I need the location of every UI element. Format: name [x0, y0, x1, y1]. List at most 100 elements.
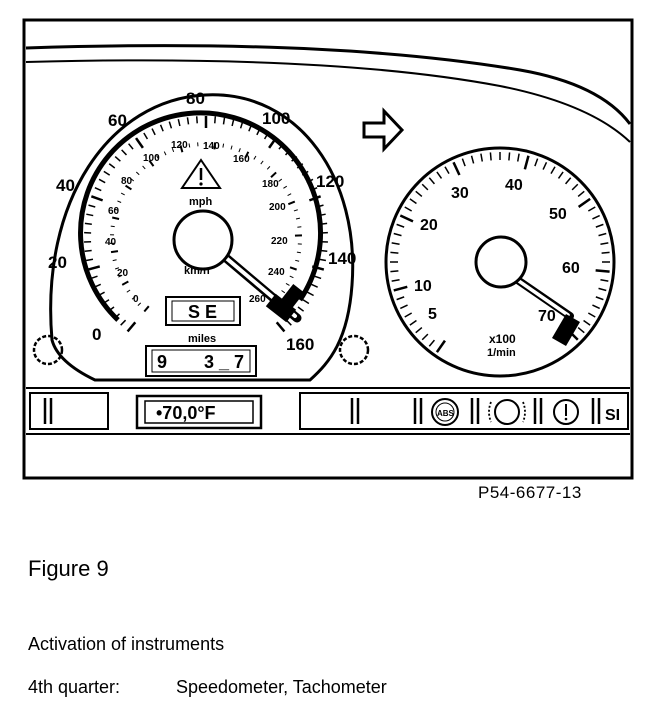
tick-mark [592, 214, 601, 220]
tick-mark [90, 195, 104, 202]
tick-mark [534, 158, 539, 167]
tick-mark [195, 116, 198, 124]
abs-label: ABS [437, 409, 455, 418]
turn-signal-arrow-icon [362, 107, 405, 153]
tick-mark [571, 183, 579, 191]
tick-mark [601, 251, 610, 254]
tick-mark [179, 145, 184, 153]
tick-mark [577, 326, 585, 334]
service-display-frame [165, 296, 241, 326]
tick-mark [289, 266, 297, 271]
tick-mark [85, 258, 94, 262]
tick-mark [404, 312, 413, 318]
tick-mark [114, 156, 121, 162]
tick-mark [114, 208, 119, 211]
tick-mark [126, 321, 137, 333]
tick-mark [396, 223, 405, 228]
tick-mark [222, 143, 225, 148]
tacho-unit-line2: 1/min [487, 347, 516, 359]
tick-mark [452, 161, 461, 176]
kmh-label-20: 20 [117, 268, 129, 279]
tick-mark [489, 152, 492, 161]
kmh-label-160: 160 [233, 154, 250, 165]
tick-mark [542, 161, 548, 170]
tick-mark [409, 198, 417, 205]
tick-mark [587, 312, 596, 318]
mph-label-20: 20 [48, 253, 67, 272]
tick-mark [310, 283, 318, 288]
tacho-label-60: 60 [562, 260, 580, 277]
tick-mark [253, 155, 257, 160]
mph-unit-label: mph [189, 196, 213, 208]
odometer-left-digit: 9 [157, 352, 167, 372]
tick-mark [523, 155, 530, 170]
tick-mark [120, 319, 127, 326]
tick-mark [592, 304, 601, 310]
needle-stop-block [265, 293, 297, 323]
tick-mark [293, 209, 298, 212]
speedometer-housing [49, 93, 355, 382]
kmh-label-60: 60 [108, 206, 120, 217]
tick-mark [214, 116, 217, 124]
tick-mark [393, 285, 408, 292]
tick-mark [306, 178, 314, 184]
brake-fluid-warning-icon [553, 399, 579, 425]
abs-warning-icon [431, 398, 459, 426]
tick-mark [266, 166, 271, 170]
tick-mark [296, 163, 304, 169]
dashboard-curve-outer [25, 44, 632, 125]
tick-mark [415, 190, 423, 198]
tick-mark [421, 333, 429, 341]
tick-mark [188, 143, 191, 148]
tacho-label-40: 40 [505, 177, 523, 194]
tick-mark [142, 165, 146, 170]
tick-mark [163, 151, 167, 156]
tick-mark [148, 159, 155, 167]
tick-mark [177, 119, 181, 127]
tick-mark [278, 178, 283, 182]
tick-mark [275, 321, 286, 333]
tick-mark [230, 145, 233, 150]
tick-mark [121, 280, 129, 286]
tick-mark [137, 302, 142, 307]
tick-mark [302, 299, 310, 305]
tick-mark [480, 153, 484, 162]
speedometer-bezel [78, 110, 324, 322]
tick-mark [222, 117, 226, 125]
tick-mark [125, 184, 132, 191]
instrument-cluster-figure: 0 20 40 60 80 100 120 140 160 0 20 40 60… [22, 18, 634, 480]
miles-label: miles [188, 333, 216, 345]
kmh-label-240: 240 [268, 267, 285, 278]
temperature-display-text: •70,0°F [156, 403, 216, 423]
mph-label-60: 60 [108, 111, 127, 130]
tacho-label-5: 5 [428, 306, 437, 323]
tick-mark [318, 258, 327, 262]
kmh-label-220: 220 [271, 236, 288, 247]
kmh-label-260: 260 [249, 294, 266, 305]
kmh-label-0: 0 [133, 294, 139, 305]
tick-mark [391, 278, 400, 282]
tick-mark [94, 283, 102, 288]
tick-mark [143, 305, 150, 313]
tick-mark [143, 132, 149, 140]
tick-mark [238, 148, 241, 153]
tick-mark [87, 265, 101, 271]
tick-mark [600, 278, 609, 282]
tacho-label-30: 30 [451, 185, 469, 202]
tick-mark [270, 171, 277, 178]
tick-mark [307, 291, 314, 297]
tick-mark [598, 232, 607, 237]
kmh-label-80: 80 [121, 176, 133, 187]
tick-mark [121, 149, 128, 156]
tick-mark [284, 149, 291, 156]
tick-mark [409, 319, 417, 326]
tick-mark [186, 117, 190, 125]
tick-mark [390, 251, 399, 254]
tick-mark [117, 200, 122, 203]
tick-mark [557, 171, 564, 179]
tick-mark [114, 267, 120, 270]
tick-mark [295, 217, 301, 220]
left-knob-icon [32, 334, 64, 366]
odometer-right-digits: 3 _ 7 [204, 352, 244, 372]
tick-mark [159, 124, 164, 132]
